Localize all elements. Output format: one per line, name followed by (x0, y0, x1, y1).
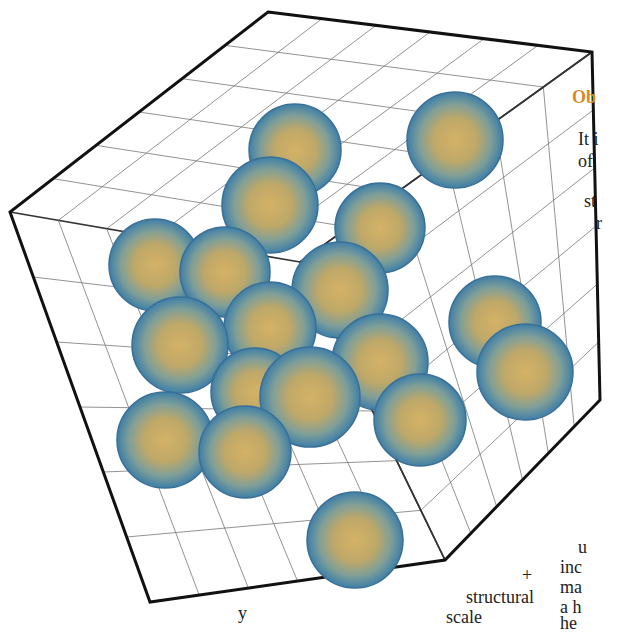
text-fragment: of (578, 152, 593, 172)
cube-outline (10, 12, 600, 602)
grid-line (225, 45, 543, 87)
sphere (374, 374, 466, 466)
spheres (109, 92, 573, 588)
sphere (307, 492, 403, 588)
text-fragment: st (584, 192, 596, 212)
sphere (477, 324, 573, 420)
text-fragment: ma (560, 578, 582, 598)
text-fragment: r (596, 214, 602, 234)
text-fragment: scale (446, 608, 482, 628)
sphere (407, 92, 503, 188)
text-fragment: It i (578, 130, 599, 150)
text-fragment: he (560, 614, 577, 634)
text-fragment: u (578, 538, 587, 558)
sphere (117, 392, 213, 488)
text-fragment: + (522, 566, 532, 586)
text-fragment: y (238, 604, 247, 624)
sphere (199, 406, 291, 498)
cube-grid (10, 19, 599, 595)
text-fragment: structural (466, 588, 534, 608)
text-fragment: inc (560, 558, 582, 578)
section-heading: Ob (572, 88, 596, 108)
